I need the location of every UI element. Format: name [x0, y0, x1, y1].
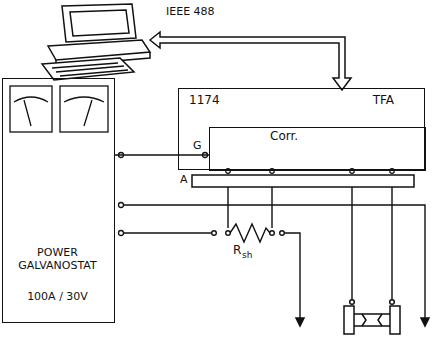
electrode — [296, 300, 429, 326]
node-text: 100A / 30V — [3, 291, 112, 304]
node-text: POWER GALVANOSTAT — [3, 247, 112, 272]
node-text: Corr. — [270, 130, 298, 144]
label-text: A — [180, 174, 188, 186]
computer-icon — [42, 4, 150, 80]
node-text: 1174 — [189, 94, 220, 108]
node-text: TFA — [373, 94, 394, 108]
corr-module: Corr. — [209, 127, 426, 171]
resistor-symbol — [212, 224, 285, 242]
cell — [344, 306, 400, 334]
meter — [10, 86, 108, 132]
power-galvanostat: POWER GALVANOSTAT 100A / 30V — [2, 78, 115, 323]
analyzer-box: 1174 TFA Corr. — [178, 88, 425, 170]
terminal — [119, 153, 208, 236]
wire-connector — [115, 154, 209, 155]
wire — [124, 187, 425, 318]
terminal-strip — [192, 175, 414, 187]
label-text: IEEE 488 — [166, 6, 215, 18]
bus-arrow — [150, 32, 351, 90]
label-text: G — [193, 140, 202, 152]
label-text: sh — [242, 251, 252, 261]
label-text: R — [233, 244, 241, 257]
